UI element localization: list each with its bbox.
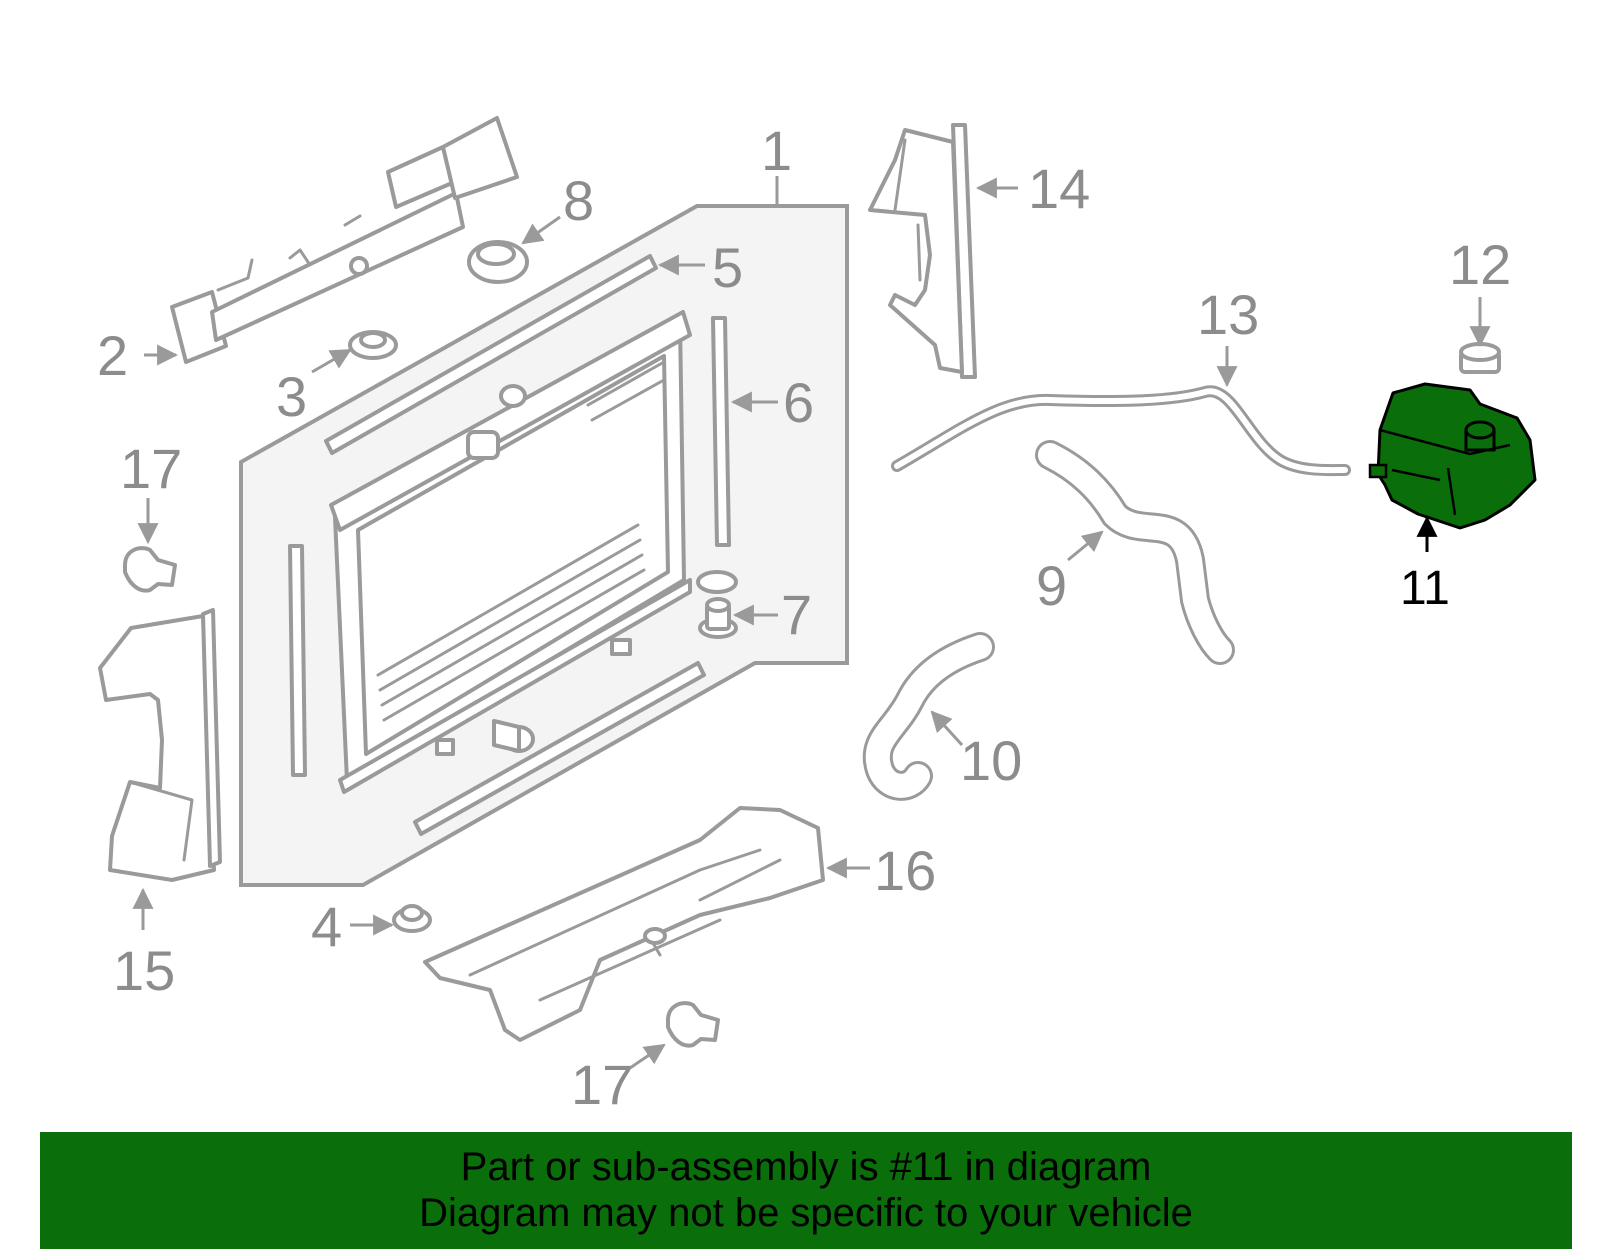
part-17-clip-upper <box>123 546 177 593</box>
callout-5: 5 <box>712 236 743 299</box>
part-10-lower-hose <box>862 632 995 801</box>
callout-17-lower: 17 <box>571 1053 633 1116</box>
banner-line-1: Part or sub-assembly is #11 in diagram <box>460 1145 1152 1189</box>
part-7-drain-plug <box>696 570 738 639</box>
radiator-core <box>329 310 692 794</box>
lower-seal-strip <box>413 661 706 836</box>
part-5-upper-seal <box>324 254 658 455</box>
callout-13: 13 <box>1197 283 1259 346</box>
part-12-reservoir-cap <box>1459 342 1501 374</box>
part-4-lower-grommet <box>392 904 432 933</box>
callout-15: 15 <box>113 939 175 1002</box>
part-15-left-air-guide <box>98 608 222 882</box>
callout-1: 1 <box>761 119 792 182</box>
callout-16: 16 <box>874 839 936 902</box>
callout-8: 8 <box>563 169 594 232</box>
callout-12: 12 <box>1449 233 1511 296</box>
callout-lines <box>132 176 1491 1070</box>
callout-14: 14 <box>1028 157 1090 220</box>
left-vertical-seal <box>288 544 307 777</box>
banner-line-2: Diagram may not be specific to your vehi… <box>419 1191 1193 1235</box>
part-13-overflow-hose <box>891 385 1351 477</box>
part-9-upper-hose <box>1035 440 1235 665</box>
callout-3: 3 <box>276 365 307 428</box>
callout-4: 4 <box>311 895 342 958</box>
part-8-radiator-cap <box>467 240 529 284</box>
callout-2: 2 <box>97 324 128 387</box>
callout-10: 10 <box>960 729 1022 792</box>
part-14-side-air-guide <box>868 123 977 379</box>
part-16-lower-deflector <box>423 806 825 1042</box>
callout-numbers: 1 2 3 4 5 6 7 8 9 10 11 12 13 14 15 16 1… <box>97 119 1511 1116</box>
callout-7: 7 <box>781 583 812 646</box>
callout-11: 11 <box>1400 562 1450 615</box>
callout-6: 6 <box>783 371 814 434</box>
part-6-right-seal <box>711 316 731 547</box>
info-banner: Part or sub-assembly is #11 in diagram D… <box>40 1132 1572 1249</box>
callout-17-upper: 17 <box>120 437 182 500</box>
part-11-coolant-reservoir <box>1368 382 1537 530</box>
callout-9: 9 <box>1036 554 1067 617</box>
part-17-clip-lower <box>666 1001 720 1048</box>
part-2-upper-bracket <box>170 116 519 364</box>
part-3-grommet <box>348 330 398 360</box>
